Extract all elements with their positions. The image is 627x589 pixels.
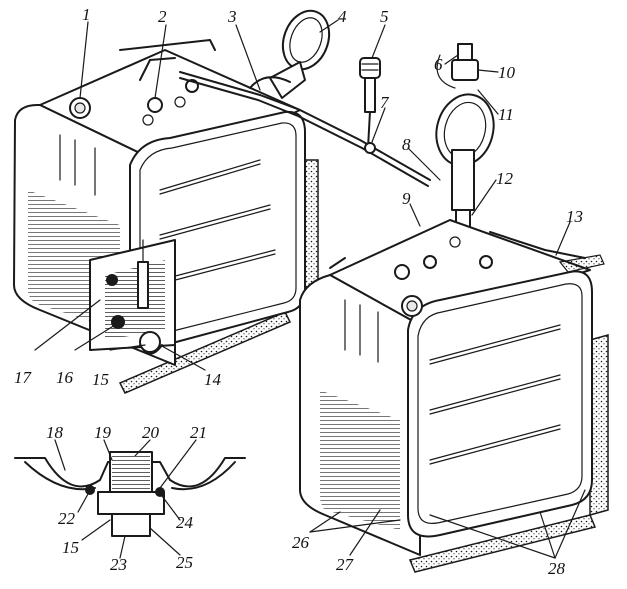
tee-fitting bbox=[364, 142, 376, 154]
drain-plug bbox=[139, 331, 161, 353]
callout-6: 6 bbox=[434, 55, 443, 74]
callout-23: 23 bbox=[110, 555, 127, 574]
right-mounting-strap bbox=[408, 514, 597, 573]
callout-3: 3 bbox=[227, 7, 237, 26]
callout-17: 17 bbox=[14, 368, 33, 387]
callout-9: 9 bbox=[402, 189, 411, 208]
drain-section-hatch bbox=[112, 454, 150, 490]
callout-27: 27 bbox=[336, 555, 355, 574]
callout-24: 24 bbox=[176, 513, 194, 532]
callout-11: 11 bbox=[498, 105, 514, 124]
tank-strap-13 bbox=[558, 254, 605, 273]
callout-4: 4 bbox=[338, 7, 347, 26]
left-mounting-strap bbox=[118, 311, 292, 394]
callout-26: 26 bbox=[292, 533, 310, 552]
callout-19: 19 bbox=[94, 423, 112, 442]
callout-22: 22 bbox=[58, 509, 76, 528]
callout-2: 2 bbox=[158, 7, 167, 26]
fuel-valve bbox=[359, 57, 381, 113]
callout-28: 28 bbox=[548, 559, 566, 578]
callout-18: 18 bbox=[46, 423, 64, 442]
callout-15-a: 15 bbox=[92, 370, 109, 389]
left-fuel-tank bbox=[13, 39, 319, 394]
right-fuel-tank bbox=[299, 219, 609, 573]
callout-10: 10 bbox=[498, 63, 516, 82]
callout-5: 5 bbox=[380, 7, 389, 26]
callout-25: 25 bbox=[176, 553, 193, 572]
callout-13: 13 bbox=[566, 207, 583, 226]
callout-12: 12 bbox=[496, 169, 514, 188]
filler-funnel bbox=[249, 9, 331, 99]
callout-16: 16 bbox=[56, 368, 74, 387]
callout-20: 20 bbox=[142, 423, 160, 442]
right-tank-side-hatching bbox=[320, 390, 400, 530]
callout-21: 21 bbox=[190, 423, 207, 442]
drain-valve-section-detail bbox=[14, 451, 246, 537]
callout-7: 7 bbox=[380, 93, 390, 112]
callout-14: 14 bbox=[204, 370, 222, 389]
leader-lines bbox=[34, 19, 586, 559]
callout-labels: 1 2 3 4 5 6 7 8 9 10 11 12 13 14 15 16 1… bbox=[14, 5, 583, 578]
callout-8: 8 bbox=[402, 135, 411, 154]
callout-1: 1 bbox=[82, 5, 91, 24]
callout-15-b: 15 bbox=[62, 538, 79, 557]
